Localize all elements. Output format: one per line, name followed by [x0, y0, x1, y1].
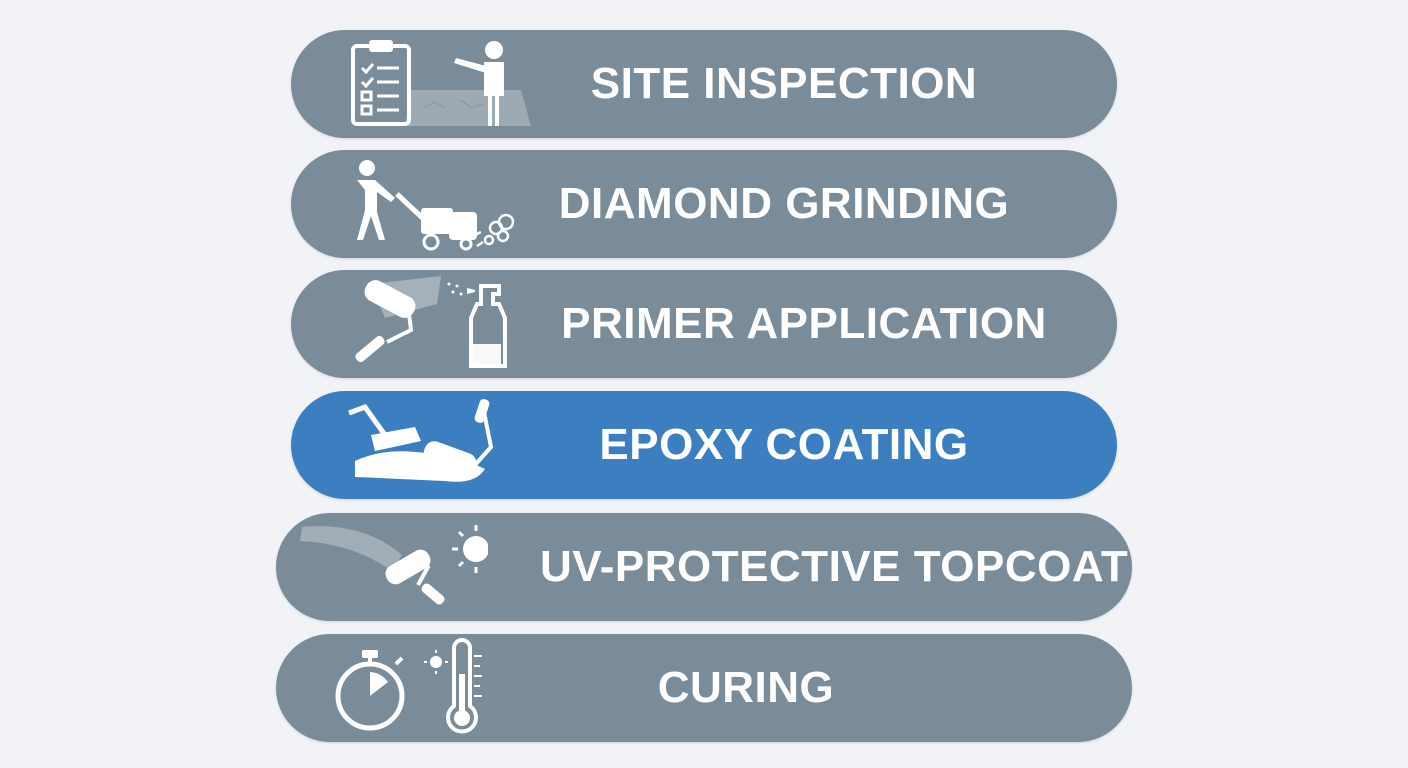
- step-primer-application: PRIMER APPLICATION: [291, 270, 1117, 378]
- inspector-pointing-icon: [454, 41, 504, 126]
- step-label: EPOXY COATING: [599, 420, 969, 469]
- step-icons: [326, 634, 526, 742]
- step-label: UV-PROTECTIVE TOPCOAT: [540, 542, 1129, 591]
- step-icons: [341, 270, 541, 378]
- step-site-inspection: SITE INSPECTION: [291, 30, 1117, 138]
- clipboard-checklist-icon: [351, 40, 531, 126]
- worker-with-grinder-icon: [357, 160, 477, 251]
- spray-bottle-icon: [447, 282, 507, 368]
- step-label: DIAMOND GRINDING: [558, 179, 1010, 228]
- step-label: CURING: [657, 663, 835, 712]
- step-diamond-grinding: DIAMOND GRINDING: [291, 150, 1117, 258]
- step-curing: CURING: [276, 634, 1132, 742]
- dust-cloud-icon: [474, 213, 515, 248]
- step-uv-protective-topcoat: UV-PROTECTIVE TOPCOAT: [276, 513, 1132, 621]
- step-icons: [341, 391, 541, 499]
- thermometer-icon: [424, 638, 482, 734]
- step-icons: [341, 30, 541, 138]
- stopwatch-icon: [335, 650, 405, 731]
- step-icons: [341, 150, 541, 258]
- step-label: PRIMER APPLICATION: [561, 299, 1047, 348]
- sun-icon: [452, 525, 488, 573]
- step-icons: [288, 513, 488, 621]
- step-label: SITE INSPECTION: [590, 59, 978, 108]
- paint-roller-icon: [423, 399, 494, 475]
- paint-roller-icon: [355, 276, 441, 363]
- step-epoxy-coating: EPOXY COATING: [291, 391, 1117, 499]
- paint-roller-icon: [300, 526, 445, 605]
